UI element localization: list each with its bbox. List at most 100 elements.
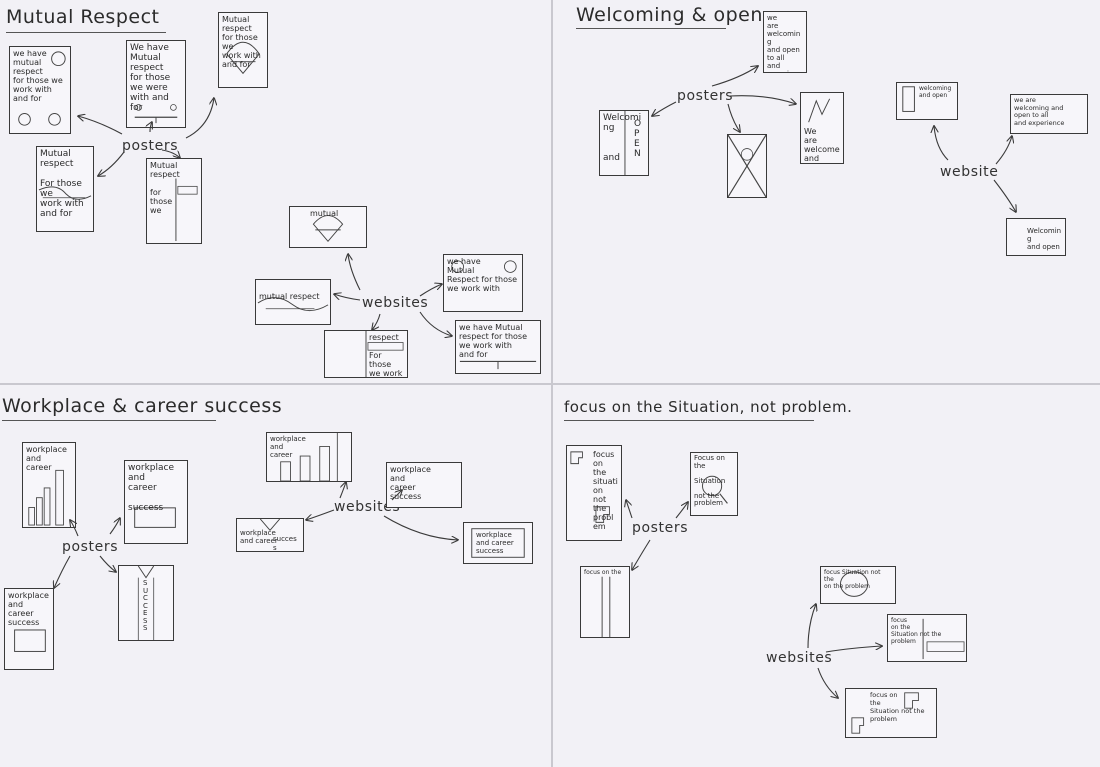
section-title-focus-situation: focus on the Situation, not problem.	[564, 398, 853, 416]
sketch-text: workplace and career success	[390, 465, 431, 501]
arrow	[383, 515, 458, 540]
arrow	[70, 520, 79, 537]
title-underline	[564, 420, 814, 421]
sketch-website: Welcoming and open	[1006, 218, 1066, 256]
sketch-text: workplace and career success	[476, 531, 514, 555]
arrow	[109, 518, 120, 535]
sketch-website: we have Mutual respect for those we work…	[455, 320, 541, 374]
sketch-text: focus on the Situation not the problem	[891, 617, 942, 645]
sketch-poster: we have mutual respect for those we work…	[9, 46, 71, 134]
sketch-website: mutual respect	[255, 279, 331, 325]
arrow	[711, 66, 758, 87]
arrow	[98, 151, 125, 176]
sketch-text: focus on the situation not the problem	[593, 450, 618, 531]
sketch-text: Mutual respect for those we	[150, 161, 180, 215]
sketch-poster: workplace and career success	[124, 460, 188, 544]
arrow	[993, 179, 1016, 212]
sketch-text: mutual	[310, 209, 339, 218]
sketch-text: workplace and career success	[128, 463, 174, 513]
sketch-poster: workplace and career	[22, 442, 76, 528]
hub-posters-workplace: posters	[62, 539, 119, 555]
sketch-website: workplace and career success	[463, 522, 533, 564]
hub-websites-focus: websites	[766, 650, 833, 666]
hub-posters-focus: posters	[632, 520, 689, 536]
sketch-website: welcoming and open	[896, 82, 958, 120]
arrow	[995, 136, 1012, 165]
arrow	[729, 95, 796, 104]
sketch-text: S U C C E S S	[143, 579, 149, 632]
sketch-poster: Focus on the Situation not the problem	[690, 452, 738, 516]
sketch-poster: Welcoming and O P E N	[599, 110, 649, 176]
hub-posters-welcoming: posters	[677, 88, 734, 104]
sketch-website: focus on the Situation not the problem	[845, 688, 937, 738]
sketch-poster: Mutual respect for those we	[146, 158, 202, 244]
hub-websites-workplace: websites	[334, 499, 401, 515]
sketch-poster: Mutual respect For those we work with an…	[36, 146, 94, 232]
arrow	[99, 555, 116, 572]
sketch-text: We have Mutual respect for those we were…	[130, 43, 171, 113]
sketch-text: Mutual respect for those we work with an…	[222, 15, 261, 69]
arrow	[334, 294, 361, 301]
sketch-text: workplace and career	[26, 445, 67, 472]
sketch-website: we have Mutual Respect for those we work…	[443, 254, 523, 312]
sketch-text: mutual respect	[259, 292, 320, 301]
sketch-text: welcoming and open	[919, 85, 952, 99]
sketch-website: focus Situation not the on the problem	[820, 566, 896, 604]
arrow	[339, 482, 346, 499]
sketch-text: workplace and career	[270, 435, 306, 459]
sketch-poster: workplace and career success	[4, 588, 54, 670]
sketch-text: Welcoming and	[603, 113, 642, 163]
title-underline	[2, 420, 216, 421]
section-title-welcoming-open: Welcoming & open	[576, 4, 763, 26]
arrow	[934, 126, 949, 161]
arrow	[54, 555, 71, 588]
sketch-poster-crossed	[727, 134, 767, 198]
sketch-poster: We have Mutual respect for those we were…	[126, 40, 186, 128]
sketch-website: we are welcoming and open to all and exp…	[1010, 94, 1088, 134]
sketch-poster: We are welcome and open	[800, 92, 844, 164]
title-underline	[576, 28, 726, 29]
sketch-text: Mutual respect For those we work with an…	[40, 149, 84, 219]
sketch-poster: we are welcoming and open to all and exp…	[763, 11, 807, 73]
sketch-text: Welcoming and open	[1027, 227, 1062, 251]
section-title-mutual-respect: Mutual Respect	[6, 6, 160, 28]
sketch-poster: S U C C E S S	[118, 565, 174, 641]
horizontal-fold-line	[0, 383, 1100, 385]
arrow	[161, 149, 180, 158]
sketch-text: focus on the Situation not the problem	[870, 691, 925, 723]
sketch-text: we have Mutual Respect for those we work…	[447, 257, 518, 293]
arrow	[348, 254, 361, 291]
sketch-website: workplace and career success	[236, 518, 304, 552]
arrow	[825, 646, 882, 653]
arrow	[626, 500, 633, 519]
arrow	[185, 98, 214, 139]
sketch-poster: Mutual respect for those we work with an…	[218, 12, 268, 88]
arrow	[817, 667, 838, 698]
arrow	[675, 502, 688, 519]
sketch-website: workplace and career success	[386, 462, 462, 508]
arrow	[419, 311, 452, 336]
hub-website-welcoming: website	[940, 164, 999, 180]
sketch-website: respect For those we work with	[324, 330, 408, 378]
sketch-poster: focus on the situation not the problem	[566, 445, 622, 541]
title-underline	[6, 32, 166, 33]
arrow	[652, 101, 677, 116]
sketch-text: success	[273, 535, 297, 552]
section-title-workplace-career: Workplace & career success	[2, 395, 283, 417]
sketch-poster: focus on the	[580, 566, 630, 638]
sketch-text: workplace and career success	[8, 591, 49, 627]
arrow	[807, 604, 816, 649]
hub-websites-mutual: websites	[362, 295, 429, 311]
sketch-text: workplace and career	[240, 529, 278, 545]
arrow	[632, 539, 651, 570]
sketch-text: we have Mutual respect for those we work…	[459, 323, 528, 359]
sketch-text: focus Situation not the on the problem	[824, 569, 881, 590]
sketch-text: We are welcome and open	[804, 127, 840, 163]
sketch-text: focus on the	[584, 569, 622, 576]
arrow	[391, 490, 402, 501]
sketch-text: we are welcoming and open to all and exp…	[767, 14, 802, 72]
arrow	[372, 313, 381, 330]
arrow	[419, 284, 442, 297]
